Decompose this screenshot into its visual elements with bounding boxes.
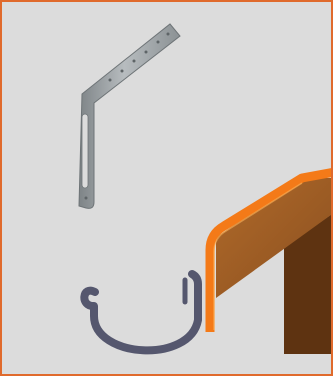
half-round-gutter-icon: [84, 274, 198, 350]
gutter-hanger-bracket-icon: [79, 24, 180, 208]
